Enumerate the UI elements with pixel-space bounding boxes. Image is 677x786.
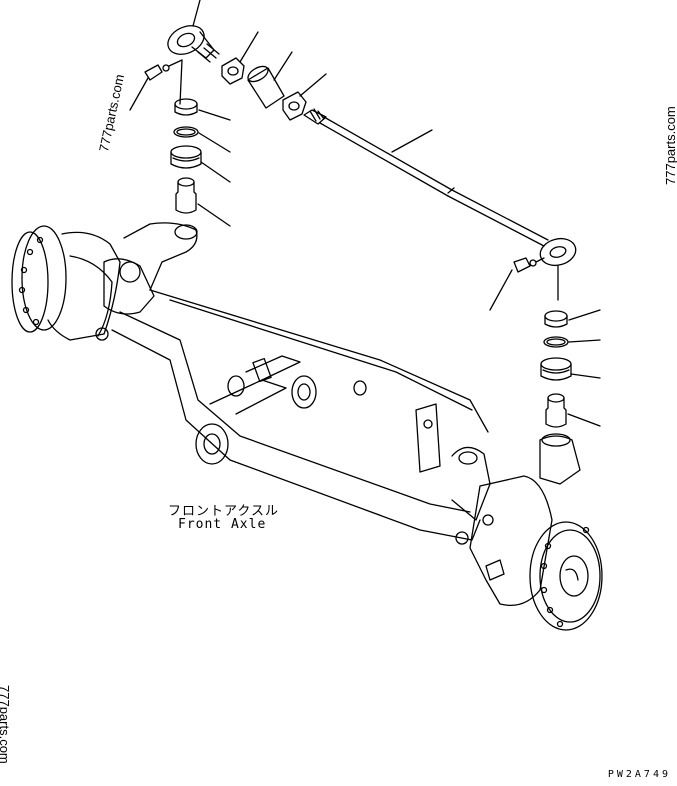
caption-english: Front Axle <box>178 517 267 532</box>
drawing-code: PW2A749 <box>607 769 671 780</box>
axle-housing <box>11 222 603 631</box>
kingpin-parts-left <box>170 98 231 227</box>
kingpin-parts-right <box>540 309 601 428</box>
watermark-bottom: 777parts.com <box>0 685 12 764</box>
grease-fitting-left <box>129 59 183 111</box>
tie-rod-end-left <box>167 0 220 63</box>
tie-rod-end-right <box>489 237 577 311</box>
nut-collar-set-upper <box>221 31 327 121</box>
tie-rod <box>303 108 549 247</box>
watermark-right: 777parts.com <box>663 106 677 185</box>
caption-japanese: フロントアクスル <box>168 504 279 519</box>
